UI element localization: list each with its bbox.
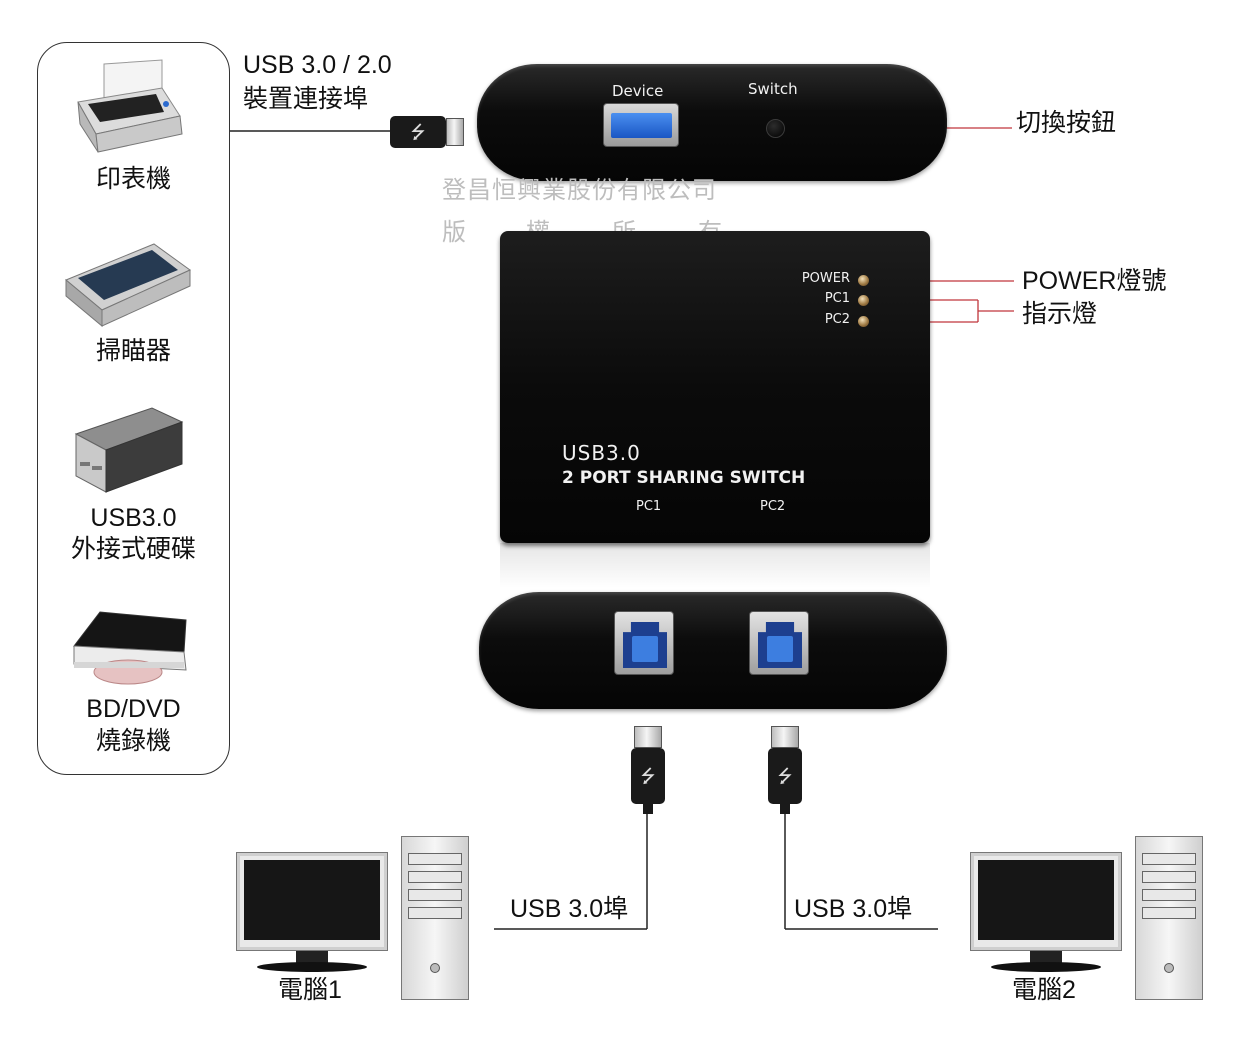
led-pc2-text: PC2 (824, 312, 850, 327)
usb-icon: ⭍ (640, 766, 656, 786)
power-led-label: POWER燈號 (1022, 267, 1167, 295)
scanner-label: 掃瞄器 (95, 337, 171, 365)
pc-port-label-right: USB 3.0埠 (794, 895, 913, 923)
hub-model-line1: USB3.0 (562, 441, 641, 465)
device-cable-plug (390, 116, 446, 148)
usb-b-port-pc2[interactable] (749, 611, 809, 675)
led-pc1-text: PC1 (824, 291, 850, 306)
hub-front-face (479, 592, 947, 709)
indicator-label: 指示燈 (1022, 300, 1098, 328)
hub-pc2-text: PC2 (760, 499, 786, 514)
switch-button-label: 切換按鈕 (1016, 109, 1117, 137)
hub-model-line2: 2 PORT SHARING SWITCH (562, 468, 806, 488)
computer1-label: 電腦1 (278, 976, 342, 1004)
printer-label: 印表機 (95, 165, 171, 193)
device-port-label-2: 裝置連接埠 (243, 85, 369, 113)
watermark-company: 登昌恒興業股份有限公司 (442, 177, 717, 204)
led-power-text: POWER (801, 271, 850, 286)
switch-button[interactable] (766, 119, 785, 138)
pc2-led-icon (858, 316, 869, 327)
disc-burner-label-1: BD/DVD (86, 695, 181, 723)
usb-icon: ⭍ (777, 766, 793, 786)
computer2-base (991, 962, 1101, 972)
hub-reflection (500, 543, 930, 588)
pc1-plug-metal (634, 726, 662, 748)
printer-icon (77, 59, 183, 153)
computer2-tower-icon (1135, 836, 1203, 1000)
usb-icon: ⭍ (410, 122, 426, 142)
usb-b-port-pc1[interactable] (614, 611, 674, 675)
pc1-cable-plug (631, 748, 665, 804)
disc-burner-label-2: 燒錄機 (95, 727, 171, 755)
scanner-icon (65, 243, 191, 328)
pc1-led-icon (858, 295, 869, 306)
computer2-monitor-icon (970, 852, 1122, 951)
computer1-monitor-icon (236, 852, 388, 951)
pc2-cable-plug (768, 748, 802, 804)
hub-pc1-text: PC1 (636, 499, 662, 514)
hard-drive-label-1: USB3.0 (90, 504, 177, 532)
device-port-label-1: USB 3.0 / 2.0 (243, 51, 392, 79)
hub-device-text: Device (612, 82, 664, 100)
watermark-char-1: 版 (442, 219, 467, 246)
computer1-tower-icon (401, 836, 469, 1000)
hard-drive-label-2: 外接式硬碟 (70, 535, 196, 563)
hub-back-face (477, 64, 947, 181)
computer2-label: 電腦2 (1012, 976, 1076, 1004)
hard-drive-icon (74, 407, 184, 493)
usb-a-device-port[interactable] (603, 103, 679, 147)
power-led-icon (858, 275, 869, 286)
pc-port-label-left: USB 3.0埠 (510, 895, 629, 923)
hub-switch-text: Switch (748, 80, 798, 98)
disc-burner-icon (73, 611, 187, 685)
computer1-base (257, 962, 367, 972)
device-plug-metal (446, 118, 464, 146)
pc1-plug-strain (643, 804, 653, 814)
pc2-plug-metal (771, 726, 799, 748)
pc2-plug-strain (780, 804, 790, 814)
